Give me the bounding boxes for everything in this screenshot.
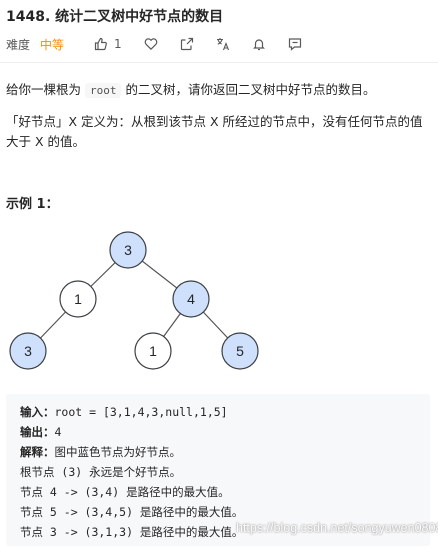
- example-explain-line: 节点 5 -> (3,4,5) 是路径中的最大值。: [20, 505, 244, 519]
- heart-icon: [144, 38, 158, 51]
- tree-node-circle: [172, 280, 210, 318]
- example-explain-line: 根节点 (3) 永远是个好节点。: [20, 465, 182, 479]
- tree-node-value: 1: [74, 291, 82, 307]
- description-paragraph-1: 给你一棵根为 root 的二叉树，请你返回二叉树中好节点的数目。: [6, 80, 432, 101]
- tree-node-right-right: 5: [221, 332, 259, 370]
- difficulty-badge: 中等: [40, 37, 65, 52]
- output-label: 输出：: [20, 425, 55, 439]
- tree-node-value: 4: [187, 291, 195, 307]
- comment-button[interactable]: [288, 37, 302, 51]
- favorite-button[interactable]: [144, 37, 158, 51]
- tree-node-right-left: 1: [134, 332, 172, 370]
- bell-icon: [252, 39, 265, 51]
- notify-button[interactable]: [252, 37, 266, 51]
- example-explain-line: 节点 4 -> (3,4) 是路径中的最大值。: [20, 485, 230, 499]
- explain-label: 解释：: [20, 445, 55, 459]
- tree-node-circle: [134, 332, 172, 370]
- input-value: root = [3,1,4,3,null,1,5]: [54, 405, 228, 419]
- tree-node-value: 3: [124, 242, 132, 258]
- example-explain-line: 节点 3 -> (3,1,3) 是路径中的最大值。: [20, 525, 244, 539]
- explain-value: 图中蓝色节点为好节点。: [54, 445, 182, 459]
- translate-button[interactable]: [216, 37, 230, 51]
- example-title: 示例 1：: [6, 197, 59, 212]
- tree-node-circle: [59, 280, 97, 318]
- description-text: 的二叉树，请你返回二叉树中好节点的数目。: [121, 82, 376, 97]
- input-label: 输入：: [20, 405, 55, 419]
- tree-node-circle: [221, 332, 259, 370]
- comment-icon: [288, 38, 301, 51]
- tree-node-root: 3: [109, 231, 147, 269]
- share-icon: [180, 37, 193, 51]
- watermark: https://blog.csdn.net/songyuwen0808: [236, 521, 438, 535]
- output-value: 4: [54, 425, 62, 439]
- like-count: 1: [114, 37, 122, 51]
- problem-meta-bar: 难度 中等 1: [6, 36, 324, 52]
- inline-code-root: root: [84, 83, 122, 98]
- example-explain-line: 解释：图中蓝色节点为好节点。: [20, 444, 181, 460]
- thumbs-up-icon: [94, 37, 107, 51]
- example-output-line: 输出：4: [20, 424, 61, 440]
- share-button[interactable]: [180, 37, 194, 51]
- tree-node-right: 4: [172, 280, 210, 318]
- binary-tree-diagram: 3 1 4 3 1 5: [9, 231, 259, 370]
- description-paragraph-2: 「好节点」X 定义为：从根到该节点 X 所经过的节点中，没有任何节点的值大于 X…: [6, 114, 423, 149]
- tree-node-circle: [109, 231, 147, 269]
- tree-node-circle: [9, 332, 47, 370]
- tree-node-value: 3: [24, 343, 32, 359]
- description-text: 给你一棵根为: [6, 82, 85, 97]
- like-button[interactable]: 1: [94, 37, 122, 51]
- example-input-line: 输入：root = [3,1,4,3,null,1,5]: [20, 404, 228, 420]
- tree-node-left-left: 3: [9, 332, 47, 370]
- header-divider: [0, 62, 438, 63]
- example-code-block: 输入：root = [3,1,4,3,null,1,5] 输出：4 解释：图中蓝…: [6, 394, 430, 546]
- tree-node-value: 5: [236, 343, 244, 359]
- difficulty-label: 难度: [6, 37, 31, 52]
- translate-icon: [216, 38, 229, 51]
- tree-node-value: 1: [149, 343, 157, 359]
- tree-node-left: 1: [59, 280, 97, 318]
- problem-title: 1448. 统计二叉树中好节点的数目: [6, 9, 224, 25]
